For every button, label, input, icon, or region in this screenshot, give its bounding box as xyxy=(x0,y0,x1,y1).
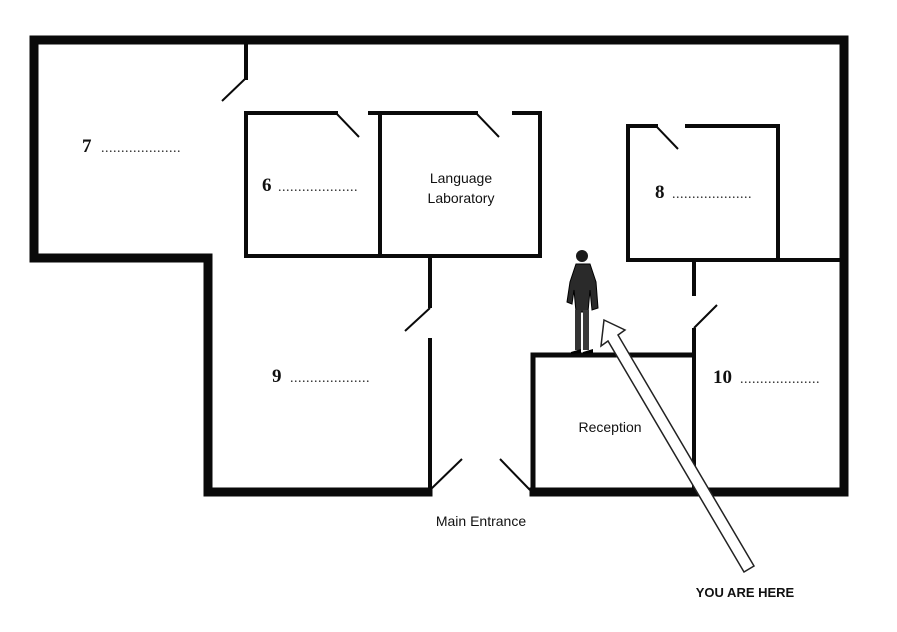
main-entrance-label: Main Entrance xyxy=(436,513,526,529)
room-8-door xyxy=(655,125,679,150)
room-6-walls xyxy=(244,111,542,258)
room-7-door xyxy=(221,77,247,102)
room-10-answer-blank: .................... xyxy=(740,372,820,387)
you-are-here-label: YOU ARE HERE xyxy=(696,585,795,600)
room-6-number: 6 xyxy=(262,175,272,196)
room-7-answer-blank: .................... xyxy=(101,141,181,156)
room-9-number: 9 xyxy=(272,366,282,387)
main-entrance-door-right xyxy=(499,458,531,491)
room-8-answer-blank: .................... xyxy=(672,187,752,202)
room-6-door xyxy=(335,112,360,138)
person-standing-icon xyxy=(566,250,599,354)
room-9-answer-blank: .................... xyxy=(290,371,370,386)
outer-walls xyxy=(29,35,849,497)
lab-door xyxy=(475,112,500,138)
language-lab-walls xyxy=(368,111,542,258)
language-lab-label-line2: Laboratory xyxy=(428,190,495,206)
room-8-number: 8 xyxy=(655,182,665,203)
room-9-walls xyxy=(404,258,432,494)
room-10-number: 10 xyxy=(713,367,732,388)
reception-walls xyxy=(530,352,695,495)
pointer-arrow-icon xyxy=(600,318,756,574)
room-7-number: 7 xyxy=(82,136,92,157)
reception-label: Reception xyxy=(578,419,641,435)
room-9-door xyxy=(404,307,431,332)
room-10-door xyxy=(693,304,718,329)
main-entrance-door-left xyxy=(429,458,463,491)
room-8-walls xyxy=(626,124,844,262)
language-lab-label-line1: Language xyxy=(430,170,493,186)
room-6-answer-blank: .................... xyxy=(278,180,358,195)
